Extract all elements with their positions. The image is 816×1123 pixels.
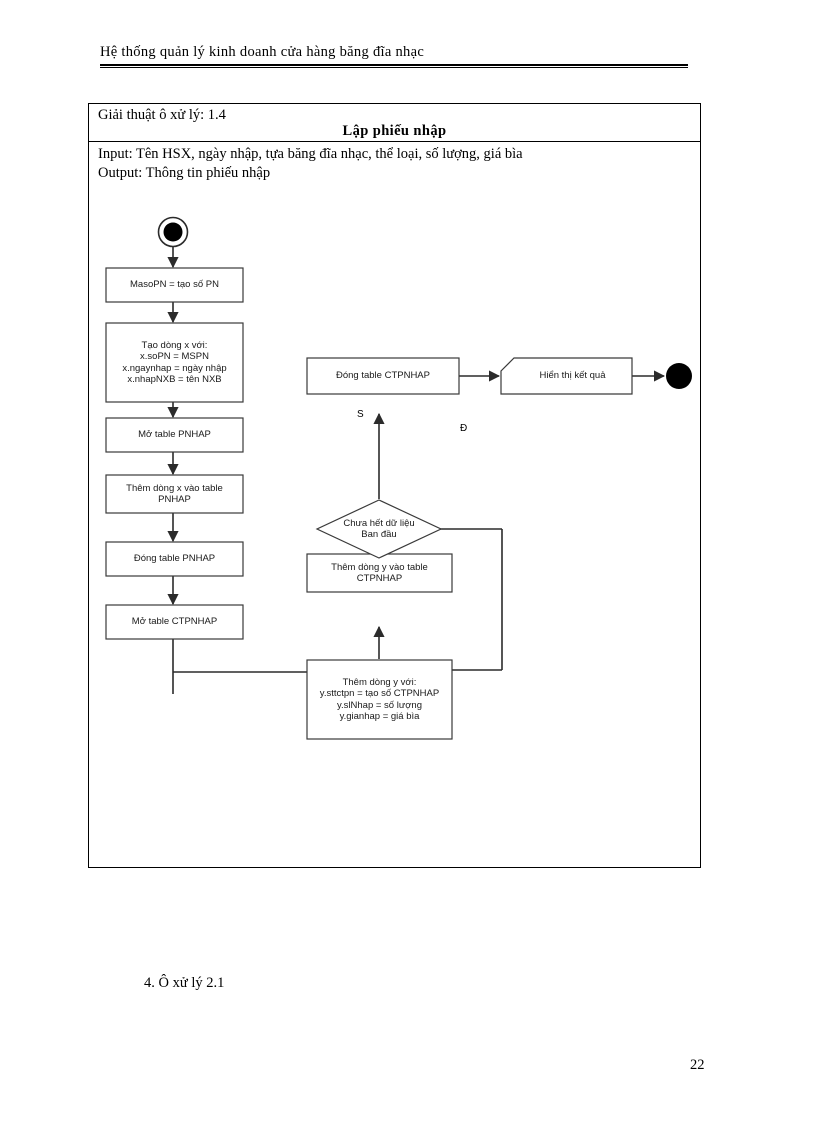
io-specification: Input: Tên HSX, ngày nhập, tựa băng đĩa … [89,142,700,183]
input-line: Input: Tên HSX, ngày nhập, tựa băng đĩa … [98,146,523,162]
node-label-n3: Mở table PNHAP [138,429,211,441]
page-number: 22 [690,1057,705,1073]
node-label-n2: Tạo dòng x với: x.soPN = MSPN x.ngaynhap… [122,339,227,386]
running-header-text: Hệ thống quản lý kinh doanh cửa hàng băn… [100,44,425,60]
algorithm-frame: Giải thuật ô xử lý: 1.4 Lập phiếu nhập I… [88,103,701,868]
node-label-n6: Mở table CTPNHAP [131,616,218,628]
edge-label-decision-yes: Đ [460,423,468,434]
node-label-decision: Chưa hết dữ liệu Ban đầu [343,517,415,541]
header-rule-thin [100,67,688,68]
node-label-n7: Thêm dòng y với: y.sttctpn = tạo số CTPN… [319,676,440,723]
flow-connectors [167,247,666,689]
node-label-n5: Đóng table PNHAP [133,553,216,565]
header-rule-thick [100,64,688,66]
node-start [157,216,189,248]
node-label-n10: Hiển thị kết quả [539,370,606,382]
node-label-n4: Thêm dòng x vào table PNHAP [126,482,223,506]
node-label-n8: Thêm dòng y vào table CTPNHAP [331,561,428,585]
algorithm-title: Lập phiếu nhập [342,123,447,139]
node-label-n1: MasoPN = tạo số PN [130,279,219,291]
output-line: Output: Thông tin phiếu nhập [98,165,271,181]
edge-label-decision-no: S [357,409,364,420]
section-note: 4. Ô xử lý 2.1 [144,975,225,991]
node-end [666,363,692,389]
algorithm-label: Giải thuật ô xử lý: 1.4 [98,107,226,123]
running-header: Hệ thống quản lý kinh doanh cửa hàng băn… [100,44,688,68]
algorithm-header-band: Giải thuật ô xử lý: 1.4 Lập phiếu nhập [89,104,700,142]
node-label-n9: Đóng table CTPNHAP [336,370,430,382]
